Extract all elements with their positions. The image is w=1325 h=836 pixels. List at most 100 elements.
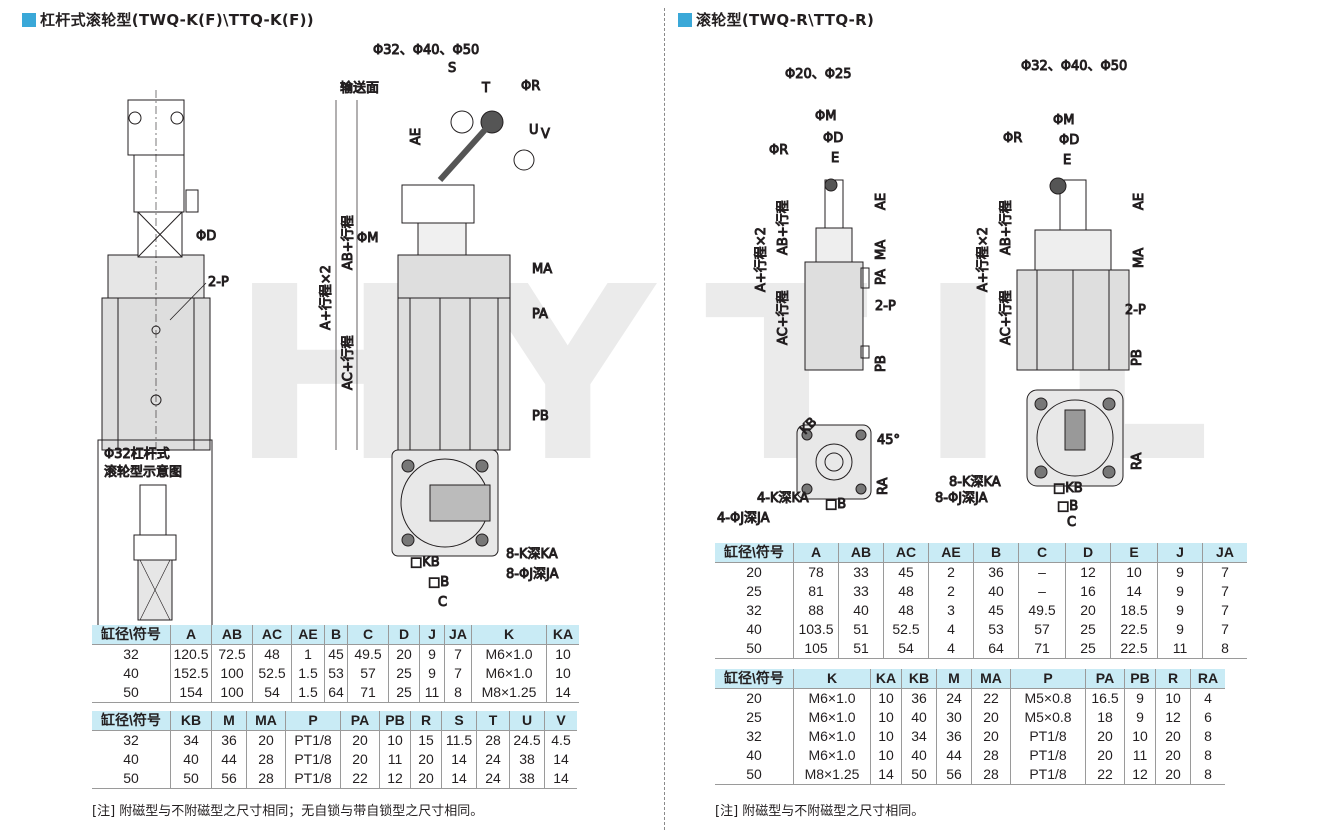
lever-cylinder-front-view <box>397 110 535 451</box>
table-header-cell: S <box>441 711 477 731</box>
table-cell: 53 <box>973 620 1019 639</box>
table-cell: 9 <box>419 664 445 683</box>
table-cell: 12 <box>1124 765 1156 785</box>
table-cell: 14 <box>441 769 477 789</box>
table-cell: 33 <box>838 582 884 601</box>
table-cell: 36 <box>973 562 1019 582</box>
table-cell: 28 <box>971 746 1011 765</box>
left-label-u: U <box>529 123 539 138</box>
left-label-kb: □KB <box>410 555 440 570</box>
table-cell: 28 <box>246 750 286 769</box>
table-cell: 88 <box>793 601 839 620</box>
table-cell: 25 <box>388 683 420 703</box>
table-cell: 9 <box>1124 688 1156 708</box>
table-cell: PT1/8 <box>285 769 341 789</box>
right-l-label-c: C <box>1067 515 1076 530</box>
lever-cylinder-bottom-view <box>391 449 499 557</box>
table-cell: 4 <box>928 620 974 639</box>
table-cell: 78 <box>793 562 839 582</box>
table-cell: 7 <box>1221 621 1229 637</box>
table-cell: 14 <box>553 751 569 767</box>
table-cell: 105 <box>793 639 839 659</box>
right-sizes-small: Φ20、Φ25 <box>785 67 852 82</box>
table-header-cell: MA <box>971 669 1011 689</box>
table-cell: 7 <box>1221 583 1229 599</box>
right-s-label-d: ΦD <box>823 131 843 146</box>
table-cell: 16.5 <box>1085 688 1125 708</box>
right-l-label-ab: AB+行程 <box>999 200 1014 255</box>
right-s-label-m: ΦM <box>815 109 836 124</box>
table-cell: 20 <box>1155 746 1191 765</box>
right-s-label-angle: 45° <box>877 433 900 448</box>
right-l-label-a: A+行程×2 <box>976 227 991 292</box>
table-header-cell: AB <box>211 625 253 645</box>
table-cell: 9 <box>1124 708 1156 727</box>
table-header-cell: AC <box>883 543 929 563</box>
table-cell: 57 <box>1018 620 1066 639</box>
left-label-a: A+行程×2 <box>319 265 334 330</box>
inset-label-1: Φ32杠杆式 <box>104 446 170 462</box>
table-cell: 24 <box>476 750 510 769</box>
table-header-cell: U <box>509 711 545 731</box>
right-s-label-ma: MA <box>874 240 889 260</box>
table-header-cell: AE <box>928 543 974 563</box>
table-cell: M6×1.0 <box>793 746 871 765</box>
table-header-cell: A <box>793 543 839 563</box>
table-cell: 1.5 <box>291 683 325 703</box>
table-cell: 44 <box>211 750 247 769</box>
table-cell: 18 <box>1085 708 1125 727</box>
right-s-label-e: E <box>831 151 839 166</box>
lever-cylinder-side-view <box>101 90 211 460</box>
table-header-cell: T <box>476 711 510 731</box>
table-cell: 7 <box>1221 602 1229 618</box>
table-cell: 11.5 <box>441 730 477 750</box>
table-cell: 154 <box>170 683 212 703</box>
table-header-cell: E <box>1110 543 1158 563</box>
table-cell: 8 <box>1204 728 1212 744</box>
table-cell: 56 <box>936 765 972 785</box>
right-section-title: 滚轮型(TWQ-R\TTQ-R) <box>678 9 874 30</box>
table-header-cell: P <box>285 711 341 731</box>
table-cell: PT1/8 <box>1010 746 1086 765</box>
table-cell: 14 <box>546 683 579 703</box>
table-cell: 11 <box>419 683 445 703</box>
table-header-cell: JA <box>1202 543 1247 563</box>
right-s-label-b: □B <box>825 497 846 512</box>
table-cell: 32 <box>92 644 171 664</box>
table-cell: 34 <box>901 727 937 746</box>
table-cell: 40 <box>715 746 794 765</box>
table-cell: 10 <box>555 665 571 681</box>
table-cell: 100 <box>211 664 253 683</box>
table-cell: 14 <box>544 769 577 789</box>
table-cell: 11 <box>379 750 411 769</box>
table-cell: 120.5 <box>170 644 212 664</box>
table-cell: 28 <box>476 730 510 750</box>
table-cell: 38 <box>509 750 545 769</box>
right-s-label-ra: RA <box>876 477 891 495</box>
table-header-cell: C <box>1018 543 1066 563</box>
table-header-cell: J <box>1157 543 1203 563</box>
left-label-ab: AB+行程 <box>341 215 356 270</box>
right-l-label-b: □B <box>1057 499 1078 514</box>
right-l-label-ac: AC+行程 <box>999 290 1014 345</box>
table-cell: 10 <box>870 727 902 746</box>
table-cell: 40 <box>901 746 937 765</box>
right-sizes-large: Φ32、Φ40、Φ50 <box>1021 59 1127 74</box>
table-cell: 56 <box>211 769 247 789</box>
table-cell: 20 <box>971 708 1011 727</box>
table-cell: M8×1.25 <box>793 765 871 785</box>
table-cell: 3 <box>928 601 974 620</box>
left-label-s: S <box>448 61 456 76</box>
right-drawing: Φ20、Φ25 Φ32、Φ40、Φ50 ΦM ΦD E ΦR 2-P 4-K深K… <box>717 59 1148 531</box>
table-cell: 100 <box>211 683 253 703</box>
table-cell: – <box>1018 582 1066 601</box>
table-cell: 50 <box>715 639 794 659</box>
table-cell: M6×1.0 <box>471 664 547 683</box>
right-note: [注] 附磁型与不附磁型之尺寸相同。 <box>715 804 925 819</box>
